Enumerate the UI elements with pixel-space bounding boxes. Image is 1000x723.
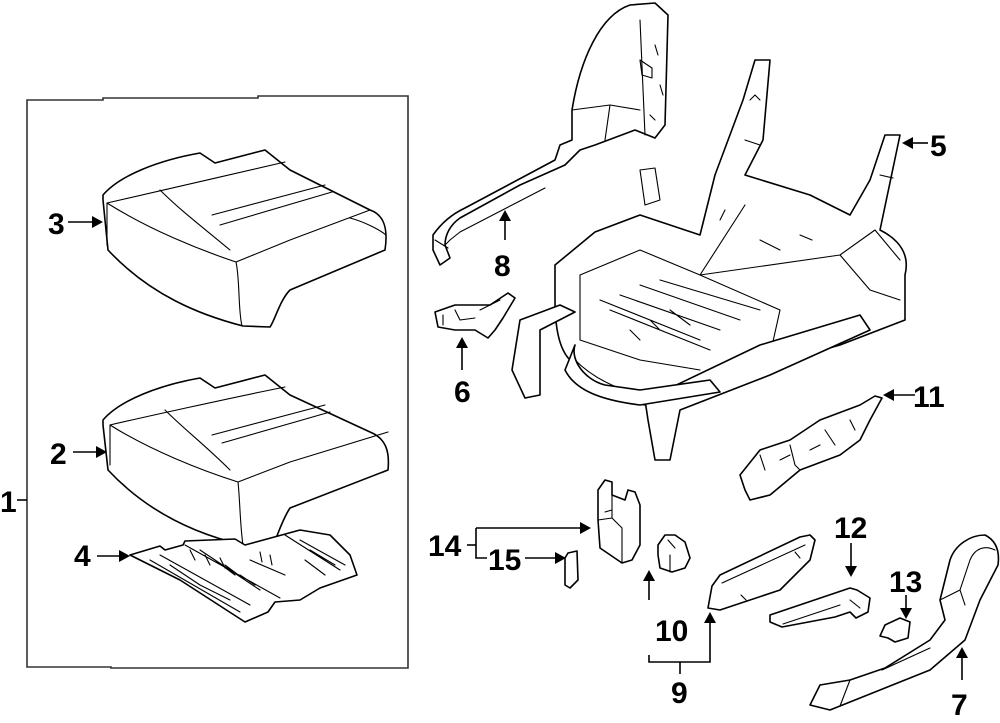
callout-8[interactable]: 8 [494, 210, 511, 283]
callout-label-13: 13 [889, 566, 922, 599]
part-belt-buckle-cover[interactable] [597, 479, 641, 564]
part-bracket[interactable] [434, 292, 516, 339]
arrow-icon [900, 608, 912, 619]
arrow-icon [119, 550, 130, 562]
callout-13[interactable]: 13 [889, 566, 922, 619]
arrow-icon [96, 446, 107, 458]
callout-label-12: 12 [834, 512, 867, 545]
callout-4[interactable]: 4 [74, 540, 130, 573]
assembly-group-box [26, 95, 409, 669]
callout-label-10: 10 [655, 615, 688, 648]
callout-label-15: 15 [488, 544, 521, 577]
callout-label-5: 5 [930, 130, 947, 163]
arrow-icon [555, 552, 566, 564]
callout-2[interactable]: 2 [50, 438, 107, 471]
arrow-icon [704, 612, 716, 623]
arrow-icon [845, 566, 857, 577]
part-knob[interactable] [879, 617, 911, 643]
callout-12[interactable]: 12 [834, 512, 867, 577]
callout-label-8: 8 [494, 250, 511, 283]
callout-5[interactable]: 5 [902, 130, 947, 163]
arrow-icon [883, 389, 894, 401]
arrow-icon [456, 337, 468, 348]
part-cover-insert[interactable] [564, 550, 579, 589]
part-seat-heater[interactable] [129, 529, 358, 623]
part-cushion-pad[interactable] [102, 374, 390, 546]
callout-11[interactable]: 11 [883, 381, 945, 414]
callout-label-2: 2 [50, 438, 67, 471]
part-lever-handle[interactable] [769, 587, 871, 628]
part-cushion-cover[interactable] [102, 149, 387, 328]
callout-label-6: 6 [454, 376, 471, 409]
callout-label-3: 3 [48, 208, 65, 241]
part-track-cover[interactable] [739, 395, 883, 501]
part-switch-assembly[interactable] [707, 534, 816, 611]
arrow-icon [580, 522, 591, 534]
arrow-icon [902, 137, 913, 149]
callout-1[interactable]: 1 [0, 486, 27, 519]
callout-label-14: 14 [428, 530, 462, 563]
callout-label-11: 11 [913, 381, 945, 414]
callout-label-7: 7 [951, 689, 968, 722]
arrow-icon [499, 210, 511, 221]
callout-label-9: 9 [671, 677, 688, 710]
callout-9[interactable]: 9 [648, 612, 716, 710]
arrow-icon [956, 647, 968, 658]
callout-10[interactable]: 10 [643, 570, 688, 648]
arrow-icon [643, 570, 655, 581]
part-outer-side-shield[interactable] [809, 534, 1000, 711]
arrow-icon [92, 216, 103, 228]
part-inner-side-shield[interactable] [432, 2, 669, 266]
callout-3[interactable]: 3 [48, 208, 103, 241]
part-seat-frame[interactable] [511, 59, 907, 461]
callout-label-1: 1 [0, 486, 17, 519]
part-switch-knob[interactable] [657, 534, 691, 573]
callout-label-4: 4 [74, 540, 91, 573]
callout-15[interactable]: 15 [488, 544, 566, 577]
callout-6[interactable]: 6 [454, 337, 471, 409]
callout-7[interactable]: 7 [951, 647, 968, 722]
callout-14[interactable]: 14 [428, 522, 591, 563]
